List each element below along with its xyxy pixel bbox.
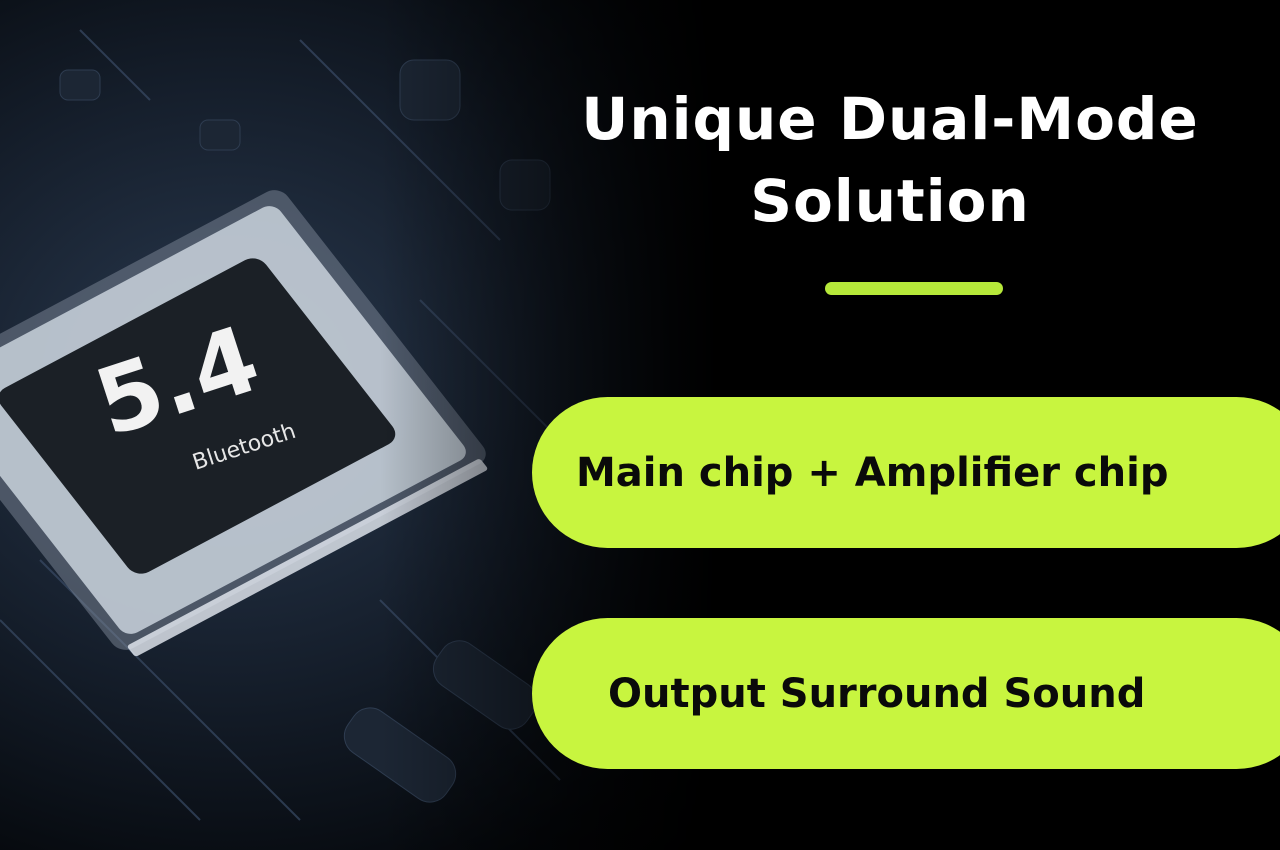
feature-pill-main-chip: Main chip + Amplifier chip bbox=[532, 397, 1280, 548]
feature-label: Main chip + Amplifier chip bbox=[576, 449, 1169, 496]
headline-line-1: Unique Dual-Mode bbox=[581, 85, 1199, 153]
feature-pill-surround-sound: Output Surround Sound bbox=[532, 618, 1280, 769]
headline-line-2: Solution bbox=[750, 167, 1030, 235]
accent-divider bbox=[825, 282, 1003, 295]
headline: Unique Dual-Mode Solution bbox=[520, 78, 1260, 242]
feature-label: Output Surround Sound bbox=[608, 670, 1146, 717]
